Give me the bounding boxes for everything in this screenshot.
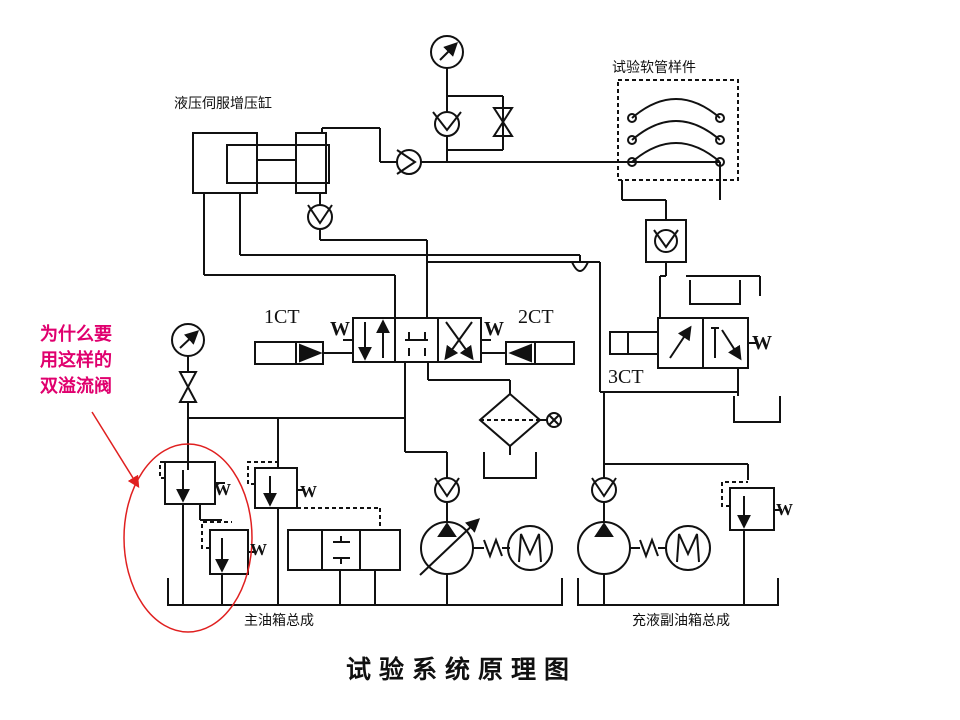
solenoid-1ct [254,341,353,365]
variable-pump [419,518,481,605]
diagram-title: 试验系统原理图 [346,655,578,684]
hose-sample-box [617,79,739,181]
aux-tank [577,578,779,606]
check-valve-cylinder [396,149,447,175]
check-valve-below-cylinder [307,193,427,241]
annotation-question: 为什么要 用这样的 双溢流阀 [40,322,112,400]
label-main-tank: 主油箱总成 [244,613,314,629]
drain-tank-3ct-lower [733,396,781,423]
spring-symbol-4: W [214,480,231,499]
aux-pump [577,521,631,605]
check-valve-hose [645,219,687,263]
motor-main [507,525,553,571]
pressure-gauge-left [171,323,205,418]
label-aux-tank: 充液副油箱总成 [632,613,730,629]
drain-tank-3ct-upper [689,280,741,305]
directional-valve-1ct-2ct [343,317,491,363]
relief-valve-3 [247,461,305,509]
relief-valve-2 [201,521,254,575]
annotation-arrow [91,411,140,489]
label-hose-sample: 试验软管样件 [612,60,696,76]
coupling-aux [630,537,666,559]
solenoid-3ct [609,331,659,355]
check-valve-top [432,96,462,162]
label-servo-cylinder: 液压伺服增压缸 [174,96,272,112]
pressure-gauge-top [430,35,464,96]
relief-valve-1 [159,461,225,505]
spring-symbol-5: W [250,540,267,559]
relief-valve-aux [721,481,782,531]
spring-symbol-2: W [484,318,504,340]
spring-symbol-3: W [752,332,772,354]
annotation-line-1: 为什么要 [40,324,112,345]
spring-symbol-7: W [776,500,793,519]
label-1ct: 1CT [264,306,300,328]
servo-booster-cylinder [192,128,330,194]
drain-tank-filter [483,452,537,479]
solenoid-valve-bottom [287,529,401,571]
spring-symbol-1: W [330,318,350,340]
label-3ct: 3CT [608,366,644,388]
solenoid-2ct [481,341,575,365]
coupling-main [473,537,510,559]
filter [478,392,562,455]
check-valve-aux-pump [591,477,617,522]
label-2ct: 2CT [518,306,554,328]
main-tank [167,578,563,606]
spring-symbol-6: W [300,482,317,501]
directional-valve-3ct [657,317,756,369]
motor-aux [665,525,711,571]
highlight-ellipse [123,443,253,633]
check-valve-main-pump [434,477,460,522]
annotation-line-3: 双溢流阀 [40,376,112,397]
stop-valve-top [492,107,514,137]
annotation-line-2: 用这样的 [40,350,112,371]
